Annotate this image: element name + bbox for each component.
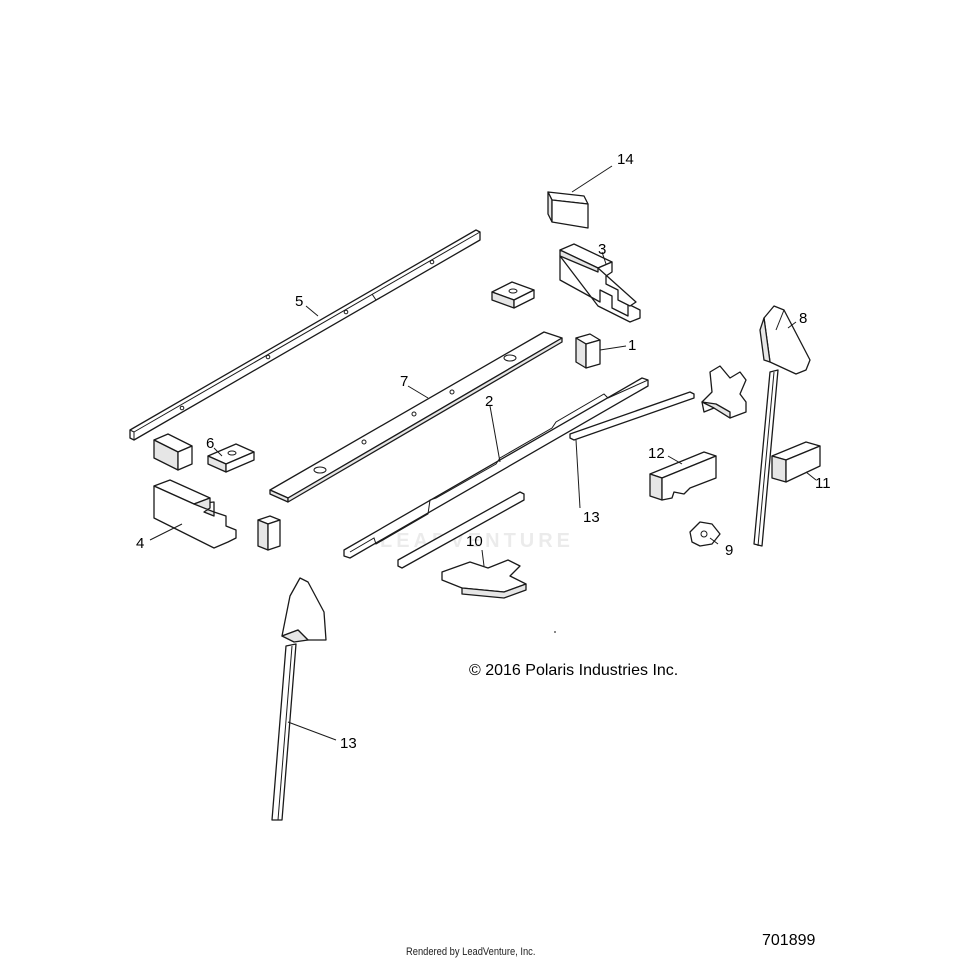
- stray-dot: [554, 631, 556, 633]
- part-13-post: [271, 643, 297, 821]
- callout-1: 1: [628, 337, 636, 354]
- callout-labels: 14 3 5 1 8 7 2 6 12 11 13 4 9 10 13: [136, 151, 831, 752]
- copyright-text: © 2016 Polaris Industries Inc.: [469, 662, 679, 679]
- callout-5: 5: [295, 293, 303, 310]
- post-right: [753, 369, 779, 547]
- leader-lines: [149, 165, 817, 741]
- part-11: [771, 441, 821, 483]
- callout-3: 3: [598, 241, 606, 258]
- part-13-wedge: [281, 577, 327, 643]
- callout-13-upper: 13: [583, 509, 600, 526]
- callout-14: 14: [617, 151, 634, 168]
- part-1: [575, 333, 601, 369]
- part-3: [559, 243, 641, 323]
- part-5: [129, 229, 481, 441]
- part-2: [343, 377, 649, 559]
- part-8: [759, 305, 811, 375]
- callout-2: 2: [485, 393, 493, 410]
- part-14: [547, 191, 589, 229]
- part-10: [441, 559, 527, 599]
- callout-4: 4: [136, 535, 144, 552]
- callout-6: 6: [206, 435, 214, 452]
- corner-bracket: [701, 365, 747, 419]
- small-cube: [257, 515, 281, 551]
- end-block-left: [153, 433, 193, 471]
- part-4: [153, 479, 237, 549]
- short-rail: [397, 491, 525, 569]
- callout-12: 12: [648, 445, 665, 462]
- callout-8: 8: [799, 310, 807, 327]
- callout-10: 10: [466, 533, 483, 550]
- callout-7: 7: [400, 373, 408, 390]
- part-13-rail: [569, 391, 695, 441]
- callout-13-lower: 13: [340, 735, 357, 752]
- part-12: [649, 451, 717, 501]
- part-7: [269, 331, 563, 503]
- spacer-block: [491, 281, 535, 309]
- render-credit: Rendered by LeadVenture, Inc.: [406, 946, 536, 958]
- part-6: [207, 443, 255, 473]
- diagram-number: 701899: [762, 932, 816, 949]
- callout-11: 11: [815, 475, 831, 492]
- callout-9: 9: [725, 542, 733, 559]
